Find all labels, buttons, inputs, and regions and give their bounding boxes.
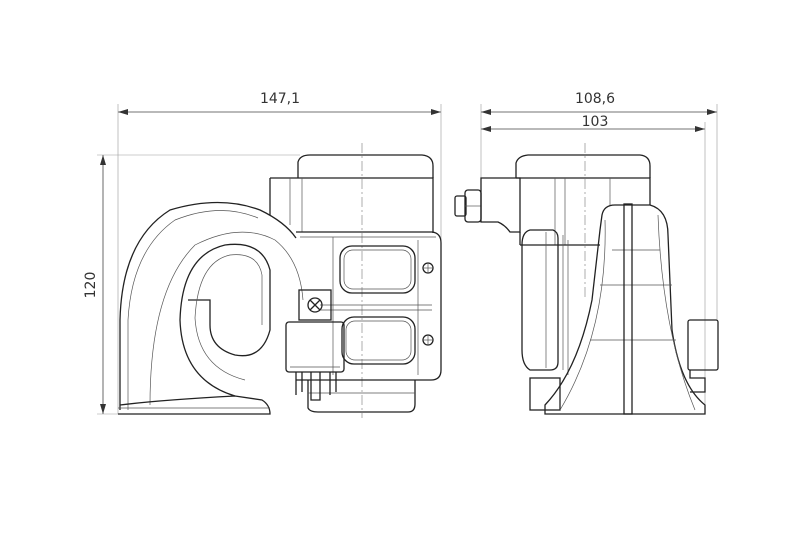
screw-head-icon	[307, 297, 323, 313]
horn-side-view	[118, 143, 442, 418]
dimension-label-120: 120	[83, 272, 99, 299]
dimension-height-side: 120	[83, 154, 300, 415]
dimension-label-103: 103	[582, 114, 609, 130]
dimension-width-side: 147,1	[117, 91, 442, 414]
dimension-label-147-1: 147,1	[260, 91, 300, 107]
dimension-label-108-6: 108,6	[575, 91, 615, 107]
horn-front-view	[454, 143, 719, 415]
dimension-width-front: 108,6 103	[480, 91, 718, 410]
